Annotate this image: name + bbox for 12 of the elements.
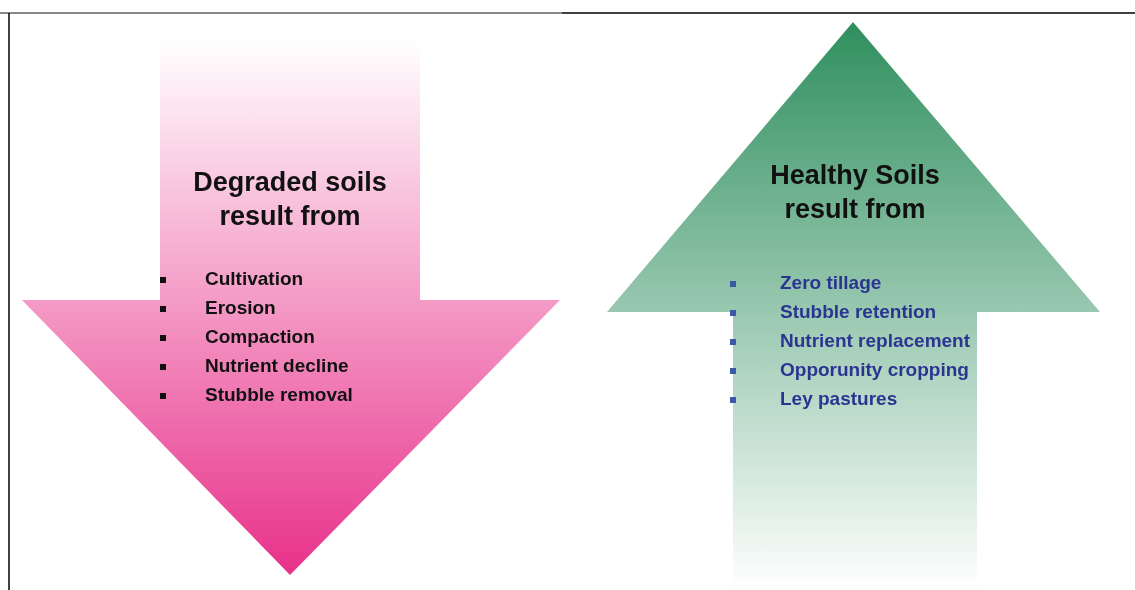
- list-item: Stubble removal: [205, 384, 353, 406]
- list-item: Compaction: [205, 326, 315, 348]
- heading-text: Degraded soils result from: [192, 166, 388, 233]
- heading-text: Healthy Soils result from: [769, 159, 941, 226]
- list-item: Nutrient decline: [205, 355, 349, 377]
- list-item: Erosion: [205, 297, 276, 319]
- list-item: Stubble retention: [780, 301, 937, 323]
- list-item: Opporunity cropping: [780, 359, 969, 381]
- list-item: Zero tillage: [780, 272, 882, 294]
- list-item: Cultivation: [205, 268, 304, 290]
- list-item: Nutrient replacement: [780, 330, 971, 352]
- list-item: Ley pastures: [780, 388, 898, 410]
